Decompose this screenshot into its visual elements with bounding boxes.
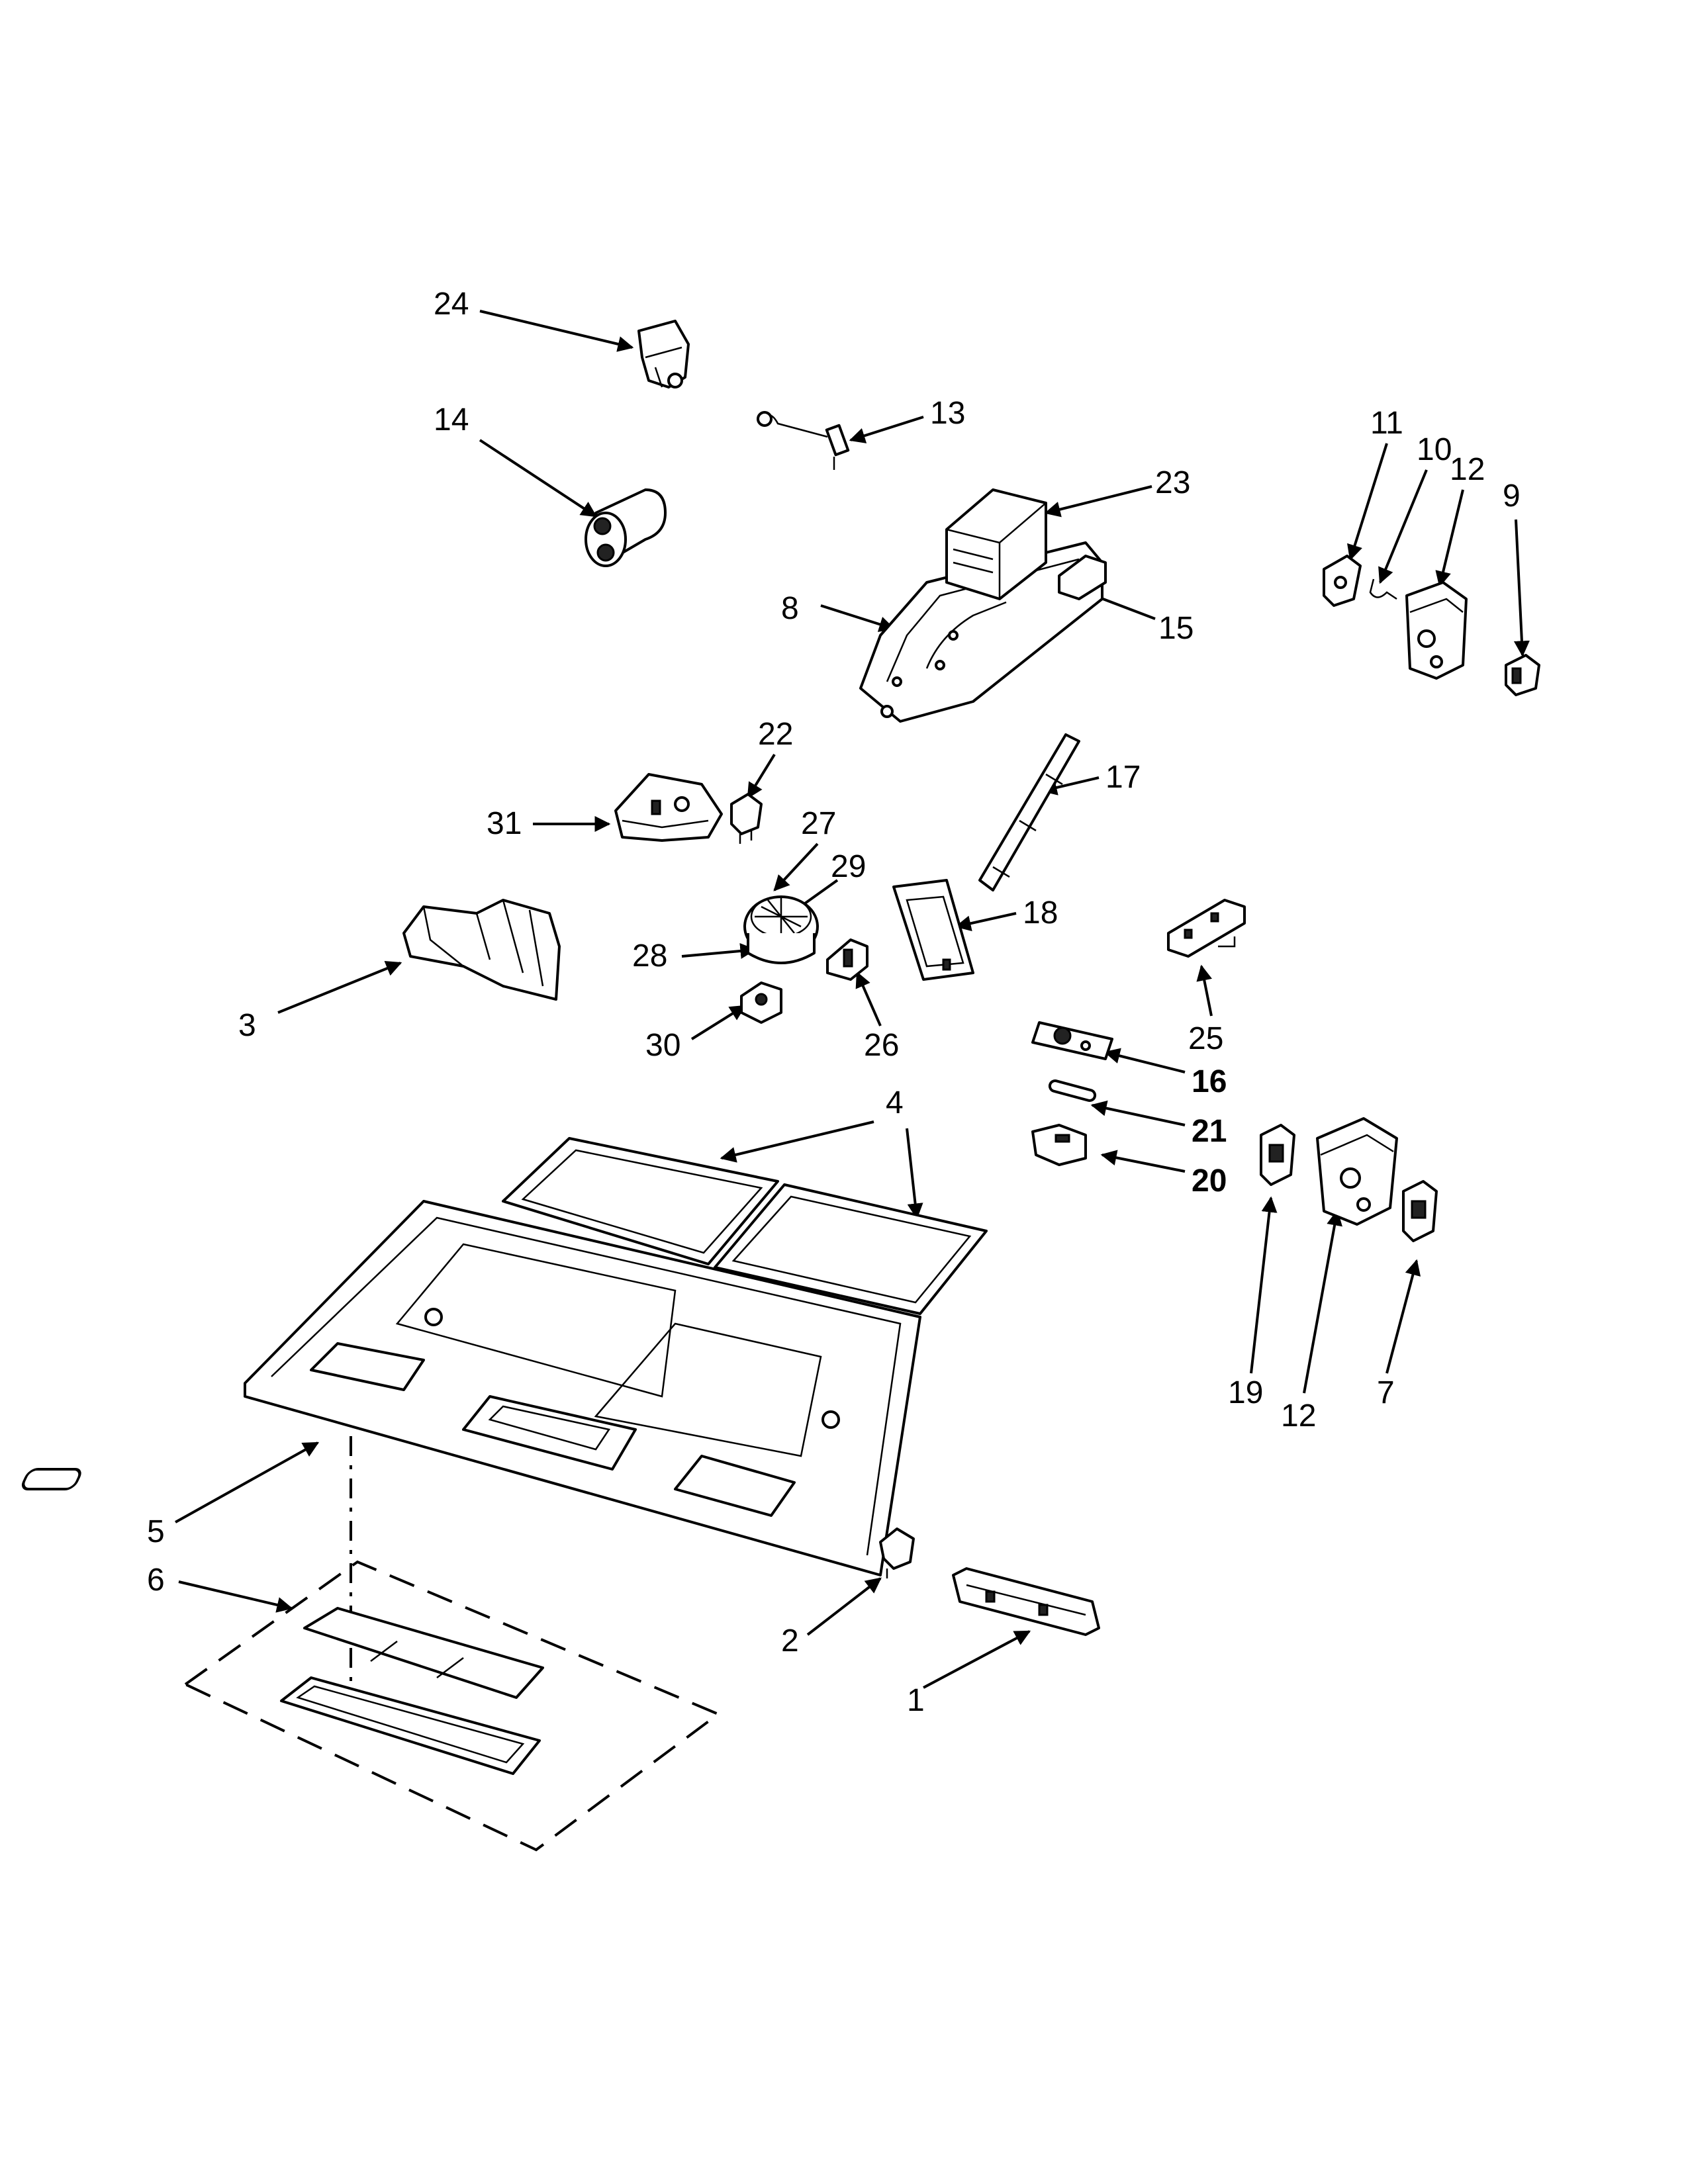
- callout-22: 22: [758, 717, 793, 752]
- part-12-latch-bottom: [1316, 1117, 1398, 1226]
- leader-12-top: [1435, 489, 1464, 588]
- part-8-base-plate: [859, 541, 1103, 723]
- callout-26: 26: [864, 1028, 899, 1063]
- leader-4b: [906, 1128, 923, 1220]
- part-20-switch: [1031, 1124, 1087, 1166]
- callout-14: 14: [434, 402, 469, 437]
- callout-30: 30: [645, 1028, 680, 1063]
- callout-20: 20: [1192, 1163, 1227, 1199]
- part-6-charcoal-filter-kit: [183, 1436, 721, 1852]
- part-4-filters: [502, 1137, 988, 1315]
- leader-4a: [720, 1120, 874, 1163]
- callout-15: 15: [1158, 611, 1194, 646]
- leader-14: [479, 439, 598, 518]
- leader-7: [1385, 1259, 1421, 1374]
- part-31-housing: [614, 773, 723, 842]
- part-23-transformer: [945, 488, 1047, 600]
- callout-7: 7: [1377, 1375, 1395, 1410]
- part-22-sensor: [730, 793, 763, 844]
- callout-11: 11: [1370, 406, 1403, 441]
- parts: [21, 320, 1540, 1852]
- leader-5: [175, 1441, 320, 1524]
- part-24-bracket: [637, 320, 690, 388]
- leader-10: [1378, 469, 1428, 584]
- leader-27: [773, 842, 819, 891]
- callout-29: 29: [831, 849, 866, 884]
- part-7-switch: [1402, 1180, 1438, 1242]
- part-18-plate: [892, 879, 974, 981]
- part-13-diode: [757, 411, 850, 470]
- callout-4: 4: [886, 1085, 904, 1120]
- part-30-bracket: [740, 981, 782, 1024]
- leader-21: [1090, 1100, 1186, 1126]
- part-5-vent-panel: [21, 1200, 921, 1576]
- callout-21: 21: [1192, 1114, 1227, 1149]
- callout-17: 17: [1105, 760, 1141, 795]
- callout-3: 3: [238, 1008, 256, 1043]
- leader-3: [277, 960, 402, 1014]
- callout-10: 10: [1417, 432, 1452, 467]
- leader-9: [1513, 519, 1530, 657]
- leader-25: [1196, 964, 1213, 1017]
- callout-9: 9: [1503, 478, 1521, 514]
- part-27-fan-motor: [743, 895, 819, 964]
- leader-16: [1103, 1048, 1186, 1073]
- callout-2: 2: [781, 1623, 799, 1659]
- part-10-spring: [1369, 578, 1397, 600]
- leader-20: [1100, 1150, 1186, 1173]
- part-9-switch: [1505, 654, 1540, 696]
- part-12-latch-top: [1405, 581, 1468, 680]
- leader-30: [690, 1005, 747, 1040]
- part-17-bar: [978, 733, 1080, 891]
- leader-11: [1347, 443, 1388, 561]
- callout-1: 1: [907, 1683, 925, 1718]
- callout-16: 16: [1192, 1064, 1227, 1099]
- leader-24: [479, 310, 634, 352]
- callout-25: 25: [1188, 1021, 1223, 1056]
- callout-5: 5: [147, 1514, 165, 1549]
- callout-23: 23: [1155, 465, 1190, 500]
- part-3-duct: [402, 899, 561, 1001]
- part-1-rail: [952, 1567, 1100, 1636]
- leader-18: [955, 912, 1017, 932]
- callout-18: 18: [1023, 895, 1058, 931]
- part-2-clip: [879, 1527, 915, 1578]
- callout-13: 13: [930, 396, 965, 431]
- leader-1: [923, 1630, 1031, 1689]
- part-26-clip: [826, 938, 868, 981]
- leader-26: [855, 971, 882, 1026]
- part-19-switch: [1260, 1124, 1295, 1186]
- leader-13: [849, 416, 924, 443]
- part-21-fuse: [1048, 1079, 1097, 1102]
- leader-6: [178, 1580, 293, 1613]
- callout-12-bottom: 12: [1281, 1398, 1316, 1433]
- leader-8: [820, 604, 896, 632]
- callout-labels: 1 2 3 4 5 6 7 8 9 10 11 12 12 13 14 15 1…: [147, 287, 1521, 1718]
- callout-24: 24: [434, 287, 469, 322]
- dashed-kit-outline: [183, 1560, 721, 1852]
- leader-lines: [175, 310, 1530, 1689]
- part-11-switch: [1323, 555, 1362, 607]
- leader-19: [1250, 1196, 1278, 1374]
- leader-23: [1044, 485, 1152, 518]
- leader-22: [747, 753, 776, 799]
- part-16-board: [1031, 1021, 1113, 1060]
- leader-28: [681, 943, 757, 959]
- part-25-bracket: [1167, 899, 1246, 958]
- part-15-component: [1058, 555, 1107, 600]
- callout-27: 27: [801, 806, 836, 841]
- leader-12-bottom: [1303, 1209, 1342, 1394]
- leader-2: [806, 1577, 882, 1636]
- part-14-capacitor: [585, 488, 667, 567]
- callout-6: 6: [147, 1563, 165, 1598]
- callout-12-top: 12: [1450, 452, 1485, 487]
- callout-28: 28: [632, 938, 667, 974]
- callout-8: 8: [781, 591, 799, 626]
- callout-19: 19: [1228, 1375, 1263, 1410]
- callout-31: 31: [487, 806, 522, 841]
